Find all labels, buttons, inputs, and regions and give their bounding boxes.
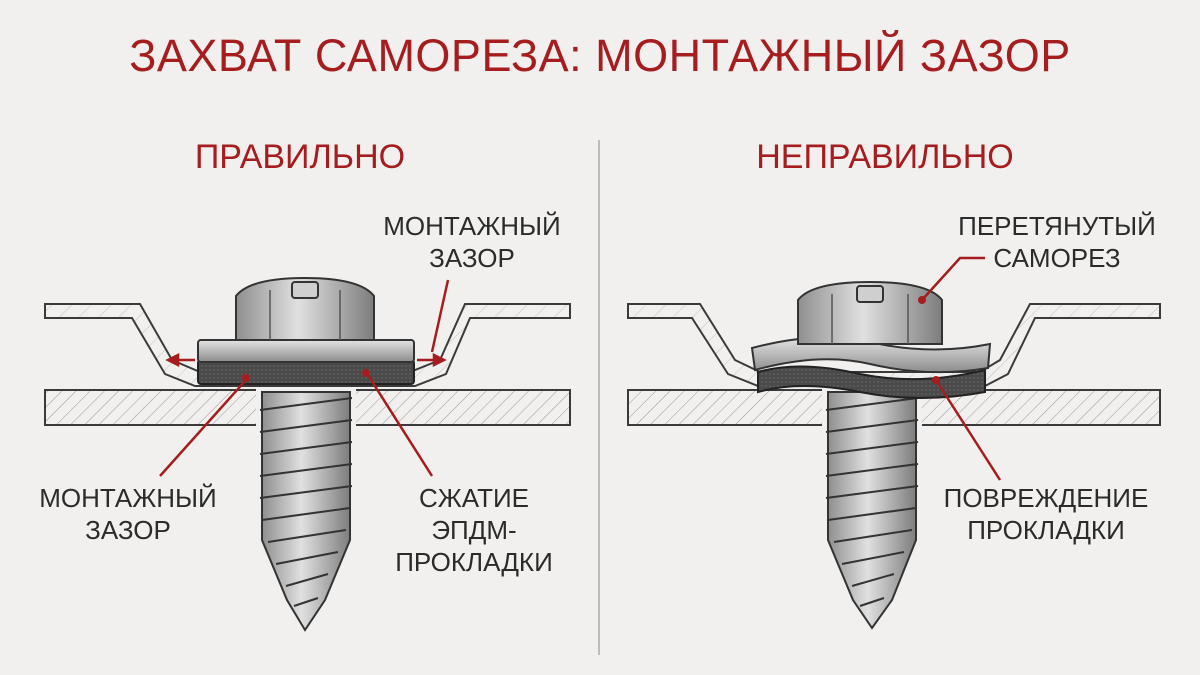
label-gap-bottom: МОНТАЖНЫЙ ЗАЗОР (28, 482, 228, 546)
screw-head-right (797, 280, 943, 345)
label-gap-top-line2: ЗАЗОР (429, 243, 515, 273)
correct-assembly (44, 276, 571, 632)
roof-sheet-right (627, 303, 1161, 387)
washer-left (197, 339, 415, 363)
page-title: ЗАХВАТ САМОРЕЗА: МОНТАЖНЫЙ ЗАЗОР (129, 30, 1071, 81)
label-epdm-line1: СЖАТИЕ (418, 483, 529, 513)
label-gap-top: МОНТАЖНЫЙ ЗАЗОР (372, 210, 572, 274)
label-gasket-damage-line1: ПОВРЕЖДЕНИЕ (943, 483, 1149, 513)
label-gasket-damage: ПОВРЕЖДЕНИЕ ПРОКЛАДКИ (936, 482, 1156, 546)
label-overtightened-line2: САМОРЕЗ (993, 243, 1121, 273)
incorrect-assembly (627, 256, 1161, 630)
label-epdm-line2: ЭПДМ- (431, 515, 517, 545)
label-gap-top-line1: МОНТАЖНЫЙ (383, 211, 561, 241)
heading-correct: ПРАВИЛЬНО (194, 138, 406, 176)
heading-incorrect: НЕПРАВИЛЬНО (756, 138, 1014, 176)
label-epdm-line3: ПРОКЛАДКИ (395, 547, 553, 577)
screw-head-left (235, 276, 375, 341)
screw-shank-right (825, 391, 919, 630)
label-overtightened-line1: ПЕРЕТЯНУТЫЙ (958, 211, 1156, 241)
label-gasket-damage-line2: ПРОКЛАДКИ (967, 515, 1125, 545)
panel-divider (598, 140, 600, 655)
label-gap-bottom-line2: ЗАЗОР (85, 515, 171, 545)
epdm-gasket-left (197, 359, 415, 385)
label-epdm: СЖАТИЕ ЭПДМ- ПРОКЛАДКИ (384, 482, 564, 578)
screw-shank-left (259, 391, 353, 632)
label-gap-bottom-line1: МОНТАЖНЫЙ (39, 483, 217, 513)
epdm-gasket-right (757, 365, 986, 399)
label-overtightened: ПЕРЕТЯНУТЫЙ САМОРЕЗ (952, 210, 1162, 274)
